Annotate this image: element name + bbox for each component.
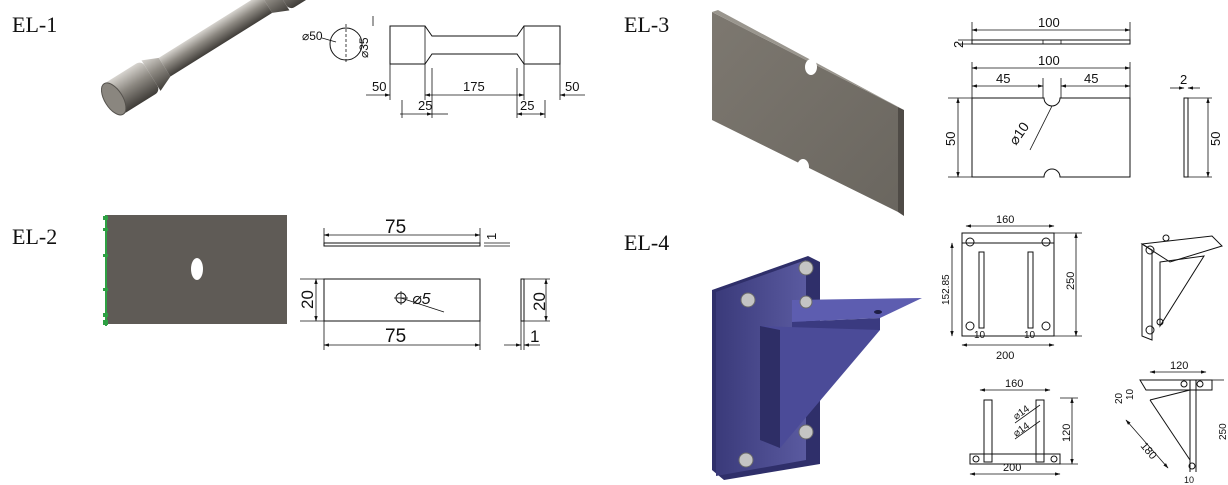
el4-dim-front-off-right: 10 — [1024, 330, 1036, 341]
el4-dim-side-width: 120 — [1170, 360, 1188, 372]
el4-dim-side-diag: 180 — [1138, 440, 1159, 462]
el1-dim-fillet-right: 25 — [520, 98, 534, 113]
el3-dim-notch-right: 45 — [1084, 71, 1098, 86]
el4-dim-top-hole-1: ⌀14 — [1011, 403, 1032, 422]
el3-dim-length-mid: 100 — [1038, 53, 1060, 68]
el1-dim-dhead: ⌀50 — [302, 29, 323, 43]
el3-plate-render — [712, 10, 904, 216]
el1-dim-dgauge: ⌀35 — [357, 37, 371, 58]
el3-plate-outline — [971, 97, 1131, 178]
el2-plate-render — [103, 215, 287, 326]
el2-dim-height: 20 — [298, 290, 317, 309]
el3-dim-height-side: 50 — [1208, 132, 1223, 146]
el2-drawing: 75 1 ⌀5 20 75 20 1 — [298, 217, 550, 350]
el1-rod-render — [100, 0, 320, 116]
el3-dim-notch-dia: ⌀10 — [1005, 119, 1032, 148]
el4-dim-side-height: 250 — [1218, 423, 1228, 440]
el4-dim-top-width-top: 160 — [1005, 378, 1023, 390]
el3-dim-thickness-side: 2 — [1180, 72, 1187, 87]
el4-dim-top-hole-2: ⌀14 — [1011, 420, 1032, 439]
el4-dim-front-width: 200 — [996, 350, 1014, 362]
el4-dim-front-off-left: 10 — [974, 330, 986, 341]
el4-side-view: 120 10 20 180 250 10 — [1114, 360, 1228, 485]
el3-dim-length-top: 100 — [1038, 15, 1060, 30]
el3-drawing: 100 2 100 45 45 ⌀10 50 2 50 — [943, 15, 1223, 178]
el4-dim-front-inner: 152.85 — [941, 274, 952, 305]
el3-dim-notch-left: 45 — [996, 71, 1010, 86]
el2-dim-thickness-right: 1 — [530, 327, 539, 346]
el3-dim-thickness-left: 2 — [951, 41, 966, 48]
label-el4: EL-4 — [624, 230, 670, 255]
el1-dim-len-left: 50 — [372, 79, 386, 94]
el4-dim-side-bottom: 10 — [1184, 475, 1194, 485]
el1-drawing: ⌀50 ⌀35 50 175 50 25 25 — [302, 16, 585, 118]
el2-dim-thickness-top: 1 — [484, 233, 499, 240]
label-el1: EL-1 — [12, 12, 58, 37]
el1-dim-fillet-left: 25 — [418, 98, 432, 113]
el4-dim-side-offset-2: 20 — [1114, 392, 1125, 404]
el1-dim-len-right: 50 — [565, 79, 579, 94]
el2-dim-length-top: 75 — [385, 217, 406, 238]
el3-dim-height-left: 50 — [943, 132, 958, 146]
el4-iso-outline — [1140, 234, 1223, 341]
el1-profile — [389, 25, 561, 65]
el4-bracket-render — [712, 256, 922, 480]
el1-dim-len-mid: 175 — [463, 79, 485, 94]
el4-dim-side-offset-1: 10 — [1125, 388, 1136, 400]
el4-top-view: 160 ⌀14 ⌀14 120 200 — [969, 378, 1078, 476]
el2-dim-height-right: 20 — [530, 292, 549, 311]
el2-dim-hole: ⌀5 — [412, 291, 431, 308]
el2-dim-length-bottom: 75 — [385, 326, 406, 347]
label-el2: EL-2 — [12, 224, 58, 249]
el4-front-view: 160 152.85 250 10 10 200 — [941, 214, 1082, 362]
el4-dim-top-depth: 120 — [1061, 424, 1073, 442]
el4-dim-front-height: 250 — [1065, 272, 1077, 290]
label-el3: EL-3 — [624, 12, 670, 37]
el4-dim-top-width: 200 — [1003, 462, 1021, 474]
el4-dim-front-width-top: 160 — [996, 214, 1014, 226]
